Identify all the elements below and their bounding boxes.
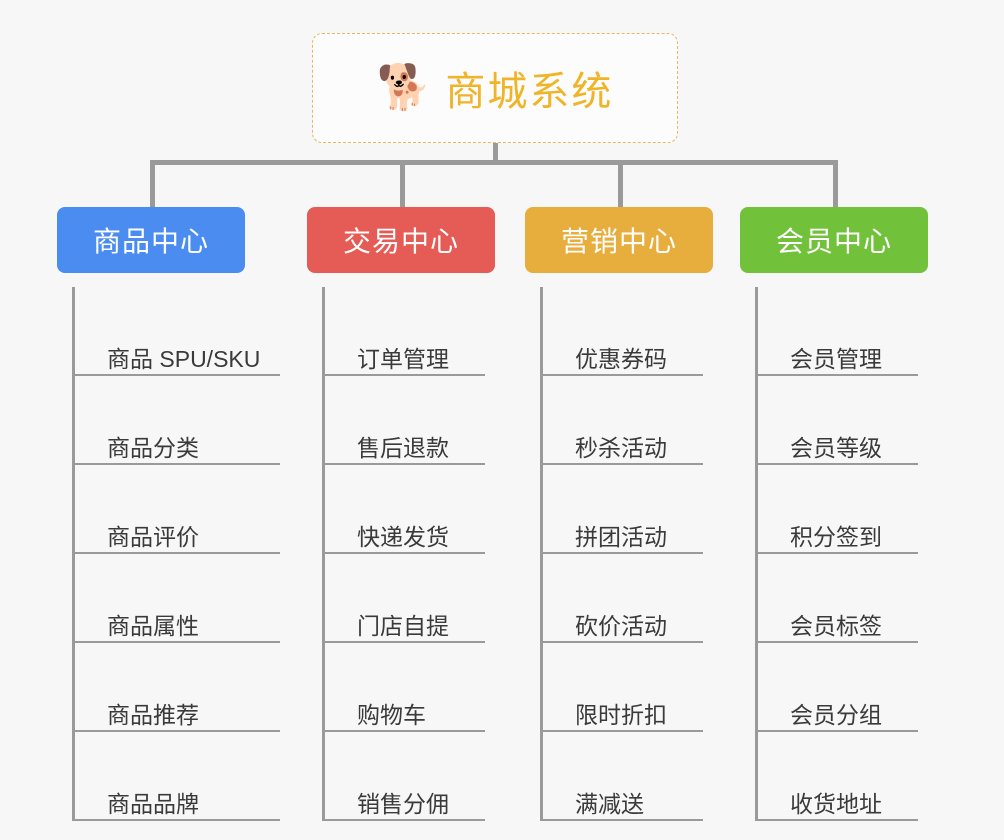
list-item[interactable]: 商品品牌 [75,732,280,821]
list-item[interactable]: 订单管理 [325,287,485,376]
leaf-label: 商品推荐 [107,701,199,728]
list-item[interactable]: 积分签到 [758,465,918,554]
column-member-center: 会员中心 会员管理 会员等级 积分签到 会员标签 会员分组 收货地址 [740,207,928,821]
category-header-product-center[interactable]: 商品中心 [57,207,245,273]
leaf-label: 商品评价 [107,523,199,550]
leaf-label: 秒杀活动 [575,434,667,461]
leaf-label: 收货地址 [790,790,882,817]
shiba-inu-icon: 🐕 [376,63,432,112]
leaf-label: 砍价活动 [575,612,667,639]
list-item[interactable]: 售后退款 [325,376,485,465]
list-item[interactable]: 拼团活动 [543,465,703,554]
leaf-label: 商品 SPU/SKU [107,345,261,372]
list-item[interactable]: 砍价活动 [543,554,703,643]
list-item[interactable]: 商品评价 [75,465,280,554]
list-item[interactable]: 优惠券码 [543,287,703,376]
list-item[interactable]: 购物车 [325,643,485,732]
leaf-label: 满减送 [575,790,644,817]
list-item[interactable]: 满减送 [543,732,703,821]
leaf-label: 会员管理 [790,345,882,372]
connector-trunk [493,143,498,165]
list-item[interactable]: 会员等级 [758,376,918,465]
category-header-member-center[interactable]: 会员中心 [740,207,928,273]
connector-drop-1 [150,160,155,208]
leaf-label: 商品品牌 [107,790,199,817]
leaf-list-member-center: 会员管理 会员等级 积分签到 会员标签 会员分组 收货地址 [755,287,928,821]
leaf-label: 售后退款 [357,434,449,461]
leaf-list-product-center: 商品 SPU/SKU 商品分类 商品评价 商品属性 商品推荐 商品品牌 [72,287,280,821]
leaf-label: 快递发货 [357,523,449,550]
leaf-label: 会员分组 [790,701,882,728]
list-item[interactable]: 商品分类 [75,376,280,465]
column-product-center: 商品中心 商品 SPU/SKU 商品分类 商品评价 商品属性 商品推荐 商品品牌 [57,207,280,821]
leaf-label: 会员等级 [790,434,882,461]
leaf-label: 会员标签 [790,612,882,639]
leaf-label: 销售分佣 [357,790,449,817]
list-item[interactable]: 限时折扣 [543,643,703,732]
leaf-label: 限时折扣 [575,701,667,728]
leaf-list-trade-center: 订单管理 售后退款 快递发货 门店自提 购物车 销售分佣 [322,287,495,821]
column-trade-center: 交易中心 订单管理 售后退款 快递发货 门店自提 购物车 销售分佣 [307,207,495,821]
leaf-label: 订单管理 [357,345,449,372]
leaf-list-marketing-center: 优惠券码 秒杀活动 拼团活动 砍价活动 限时折扣 满减送 [540,287,713,821]
connector-drop-3 [618,160,623,208]
leaf-label: 门店自提 [357,612,449,639]
column-marketing-center: 营销中心 优惠券码 秒杀活动 拼团活动 砍价活动 限时折扣 满减送 [525,207,713,821]
list-item[interactable]: 销售分佣 [325,732,485,821]
leaf-label: 商品分类 [107,434,199,461]
list-item[interactable]: 会员标签 [758,554,918,643]
leaf-label: 积分签到 [790,523,882,550]
leaf-label: 购物车 [357,701,426,728]
root-title: 商城系统 [445,70,614,114]
connector-drop-2 [400,160,405,208]
list-item[interactable]: 秒杀活动 [543,376,703,465]
connector-drop-4 [833,160,838,208]
list-item[interactable]: 商品属性 [75,554,280,643]
category-header-trade-center[interactable]: 交易中心 [307,207,495,273]
list-item[interactable]: 会员分组 [758,643,918,732]
list-item[interactable]: 商品推荐 [75,643,280,732]
list-item[interactable]: 门店自提 [325,554,485,643]
category-header-marketing-center[interactable]: 营销中心 [525,207,713,273]
leaf-label: 商品属性 [107,612,199,639]
leaf-label: 优惠券码 [575,345,667,372]
list-item[interactable]: 商品 SPU/SKU [75,287,280,376]
list-item[interactable]: 收货地址 [758,732,918,821]
connector-rail [150,160,838,165]
list-item[interactable]: 会员管理 [758,287,918,376]
root-node[interactable]: 🐕 商城系统 [312,33,678,143]
list-item[interactable]: 快递发货 [325,465,485,554]
leaf-label: 拼团活动 [575,523,667,550]
